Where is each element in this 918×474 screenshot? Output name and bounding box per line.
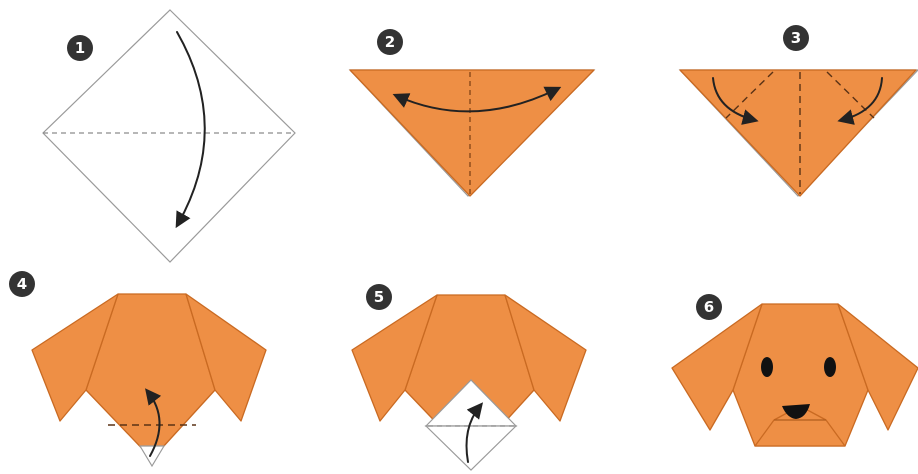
step-6: 6 <box>672 294 918 446</box>
left-eye <box>761 357 773 377</box>
svg-text:3: 3 <box>791 29 801 47</box>
step-badge-4: 4 <box>9 271 35 297</box>
white-chin-tip <box>426 426 516 470</box>
step-5: 5 <box>352 284 586 470</box>
step-2: 2 <box>350 29 594 196</box>
step-badge-3: 3 <box>783 25 809 51</box>
svg-text:6: 6 <box>704 298 714 316</box>
step-3: 3 <box>680 25 918 196</box>
right-eye <box>824 357 836 377</box>
step-badge-2: 2 <box>377 29 403 55</box>
step-badge-1: 1 <box>67 35 93 61</box>
white-chin-tip <box>140 446 164 466</box>
svg-text:2: 2 <box>385 33 395 51</box>
step-badge-6: 6 <box>696 294 722 320</box>
step-badge-5: 5 <box>366 284 392 310</box>
svg-text:5: 5 <box>374 288 384 306</box>
step-4: 4 <box>9 271 266 466</box>
svg-text:4: 4 <box>17 275 27 293</box>
svg-text:1: 1 <box>75 39 85 57</box>
step-1: 1 <box>43 10 295 262</box>
